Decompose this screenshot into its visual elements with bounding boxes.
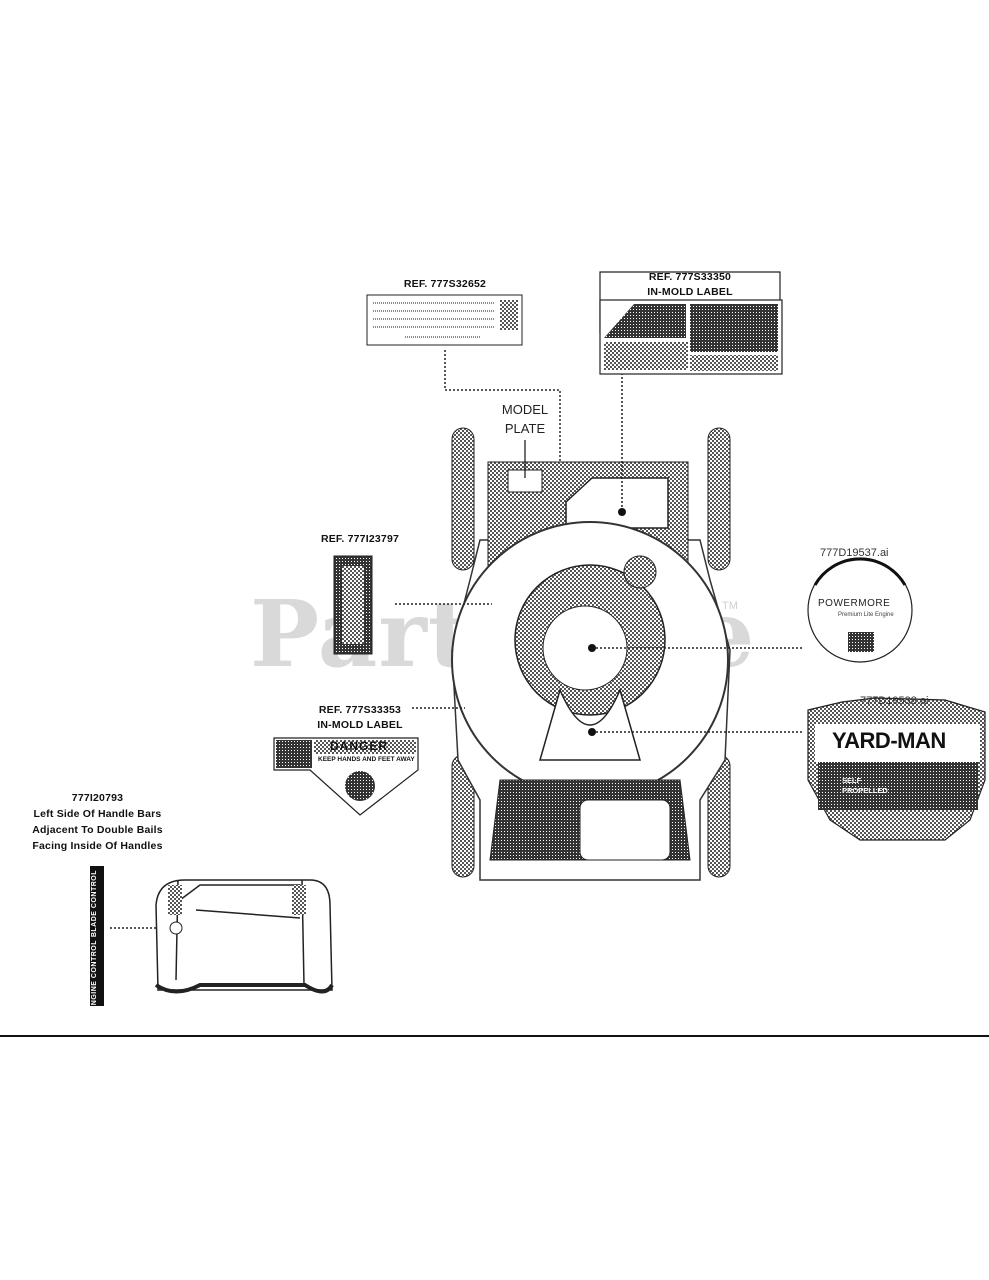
decal-777i23797-inner — [342, 566, 364, 644]
watermark-trademark: TM — [722, 600, 738, 612]
decal-777s33350-text-panel — [690, 304, 778, 352]
ref-777s33353-line2: IN-MOLD LABEL — [317, 719, 403, 731]
handle-decal-label: 777I20793 Left Side Of Handle Bars Adjac… — [15, 790, 180, 854]
ref-777s33353-label: REF. 777S33353 IN-MOLD LABEL — [295, 703, 425, 733]
decal-777s32652 — [366, 294, 523, 346]
decal-danger-hand-icon — [345, 771, 375, 801]
model-plate-label: MODEL PLATE — [480, 400, 570, 438]
model-plate-line2: PLATE — [504, 421, 546, 436]
bag-right — [579, 799, 671, 861]
handle-location-line3: Facing Inside Of Handles — [32, 840, 163, 852]
ref-777s32652-label: REF. 777S32652 — [403, 278, 487, 290]
ref-777s33350-line2: IN-MOLD LABEL — [647, 286, 733, 298]
handle-bail-left — [168, 885, 182, 915]
decal-powermore-arc — [813, 557, 907, 586]
leader-dot-guard — [588, 728, 596, 736]
ref-777i23797-label: REF. 777I23797 — [320, 533, 400, 545]
decal-777s33350-hand-panel — [604, 304, 686, 338]
danger-decal-subtitle: KEEP HANDS AND FEET AWAY — [318, 756, 415, 763]
engine-guard — [539, 687, 641, 761]
model-plate-line1: MODEL — [501, 402, 549, 417]
handle-location-line1: Left Side Of Handle Bars — [33, 808, 162, 820]
yardman-propelled-text: PROPELLED — [842, 786, 888, 795]
yardman-file-label: 777D19538.ai — [860, 695, 929, 707]
yardman-self-text: SELF — [842, 776, 862, 785]
handle-decal-location — [169, 921, 183, 935]
decal-powermore-ez-badge — [848, 632, 874, 652]
handle-bars — [155, 879, 333, 991]
ref-777s33350-line1: REF. 777S33350 — [648, 271, 732, 283]
decal-777s32652-text-lines — [373, 302, 495, 338]
decal-777s33350-symbols — [690, 355, 778, 371]
handle-strip-blade-control: BLADE CONTROL — [91, 870, 98, 938]
yardman-brand-text: YARD-MAN — [832, 728, 946, 753]
decal-777s32652-icons — [500, 300, 518, 330]
leader-dot-engine — [588, 644, 596, 652]
handle-bottom-bar — [154, 983, 334, 994]
ref-777s33350-label: REF. 777S33350 IN-MOLD LABEL — [625, 270, 755, 300]
decal-danger-title-bar — [314, 740, 416, 754]
handle-bail-right — [292, 885, 306, 915]
handle-part-number: 777I20793 — [71, 792, 124, 804]
powermore-sub-text: Premium Lite Engine — [838, 612, 894, 618]
decal-777i20793 — [90, 866, 104, 1006]
leader-dot-rear — [618, 508, 626, 516]
wheel-rear-right — [707, 427, 731, 571]
decal-danger-left-panel — [276, 740, 312, 768]
handle-location-line2: Adjacent To Double Bails — [32, 824, 163, 836]
decal-yardman-lower-band — [818, 762, 978, 810]
decal-777s33350-warning-band — [604, 342, 688, 370]
danger-decal-title: DANGER — [330, 739, 389, 753]
powermore-file-label: 777D19537.ai — [820, 547, 889, 559]
engine-recoil — [542, 605, 628, 691]
fuel-cap — [623, 555, 657, 589]
decal-yardman-brand-panel — [815, 724, 980, 762]
wheel-rear-left — [451, 427, 475, 571]
bottom-rule — [0, 1035, 989, 1037]
powermore-brand-text: POWERMORE — [818, 598, 891, 609]
handle-strip-engine-control: ENGINE CONTROL — [91, 940, 98, 1011]
ref-777s33353-line1: REF. 777S33353 — [318, 704, 402, 716]
